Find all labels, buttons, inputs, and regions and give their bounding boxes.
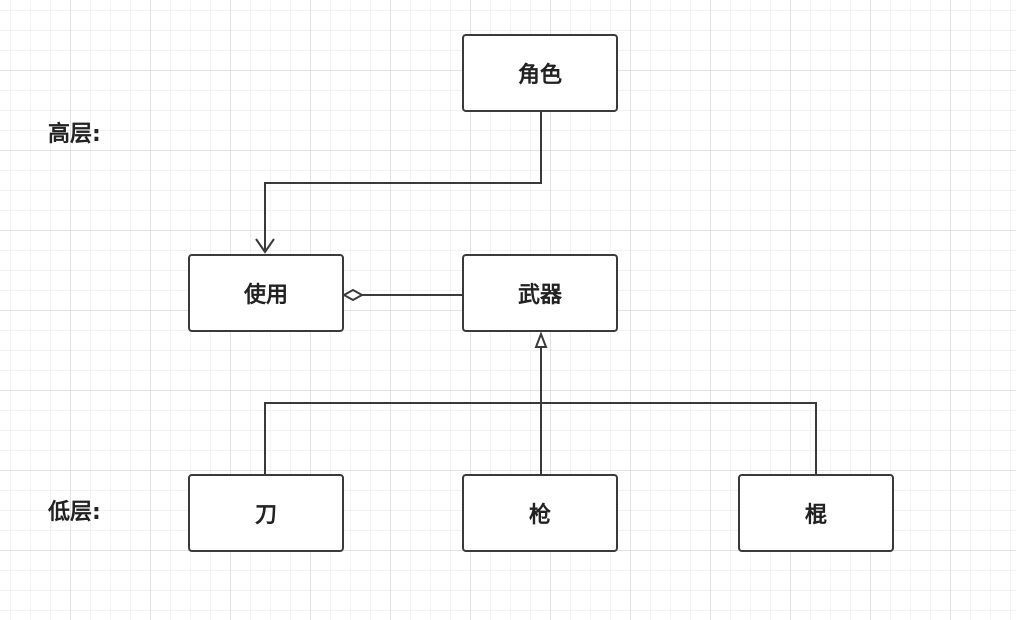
role-box[interactable]: 角色 (462, 34, 618, 112)
stick-label: 棍 (804, 503, 827, 528)
dependency-arrowhead (255, 238, 275, 254)
role-label: 角色 (517, 63, 562, 88)
gun-box[interactable]: 枪 (462, 474, 618, 552)
knife-label: 刀 (254, 503, 277, 528)
low-layer-label: 低层: (48, 500, 101, 525)
knife-stick-branch-connector (264, 402, 817, 474)
knife-box[interactable]: 刀 (188, 474, 344, 552)
generalization-arrowhead (534, 331, 548, 348)
weapon-label: 武器 (517, 283, 562, 308)
role-to-use-connector (264, 112, 542, 250)
stick-box[interactable]: 棍 (738, 474, 894, 552)
use-label: 使用 (243, 283, 288, 308)
gun-label: 枪 (528, 503, 551, 528)
aggregation-diamond (341, 288, 365, 302)
use-box[interactable]: 使用 (188, 254, 344, 332)
weapon-box[interactable]: 武器 (462, 254, 618, 332)
high-layer-label: 高层: (48, 122, 101, 147)
